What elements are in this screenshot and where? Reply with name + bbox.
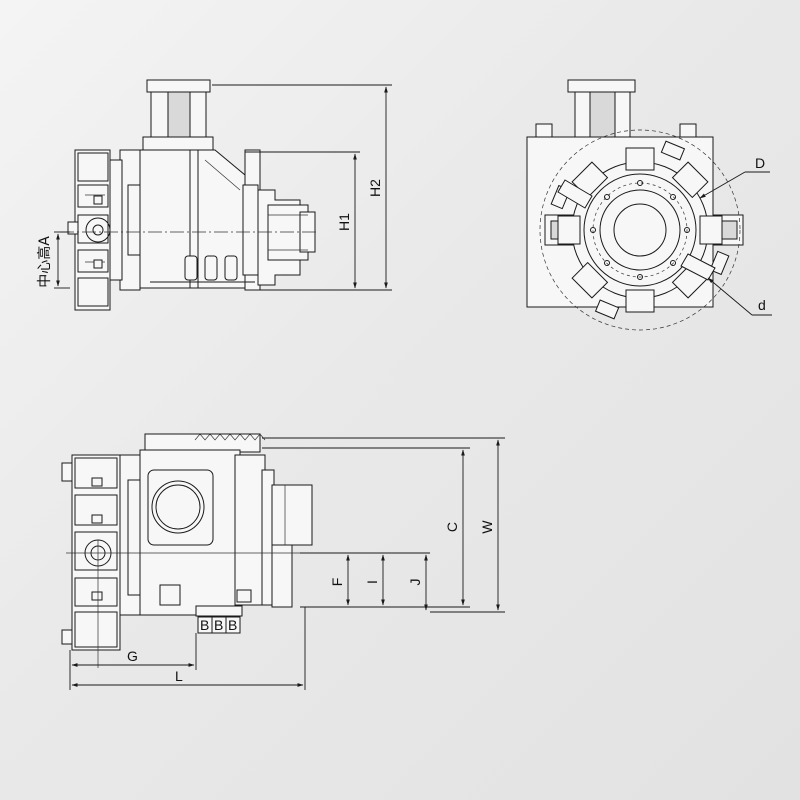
top-view: C W F I J B B B G L xyxy=(61,433,505,690)
label-j: J xyxy=(407,579,423,586)
label-g: G xyxy=(127,648,138,664)
label-f: F xyxy=(329,578,345,587)
front-view: D d xyxy=(526,79,772,331)
label-i: I xyxy=(364,580,380,584)
label-big-d: D xyxy=(755,155,765,171)
label-w: W xyxy=(479,520,495,534)
label-b-1: B xyxy=(200,617,209,633)
label-small-d: d xyxy=(758,297,766,313)
label-b-3: B xyxy=(228,617,237,633)
side-view: H2 H1 中心高A xyxy=(36,79,392,311)
label-l: L xyxy=(175,668,183,684)
label-b-2: B xyxy=(214,617,223,633)
label-c: C xyxy=(444,522,460,532)
label-h2: H2 xyxy=(367,179,383,197)
label-h1: H1 xyxy=(336,213,352,231)
label-center-height-a: 中心高A xyxy=(36,236,53,288)
